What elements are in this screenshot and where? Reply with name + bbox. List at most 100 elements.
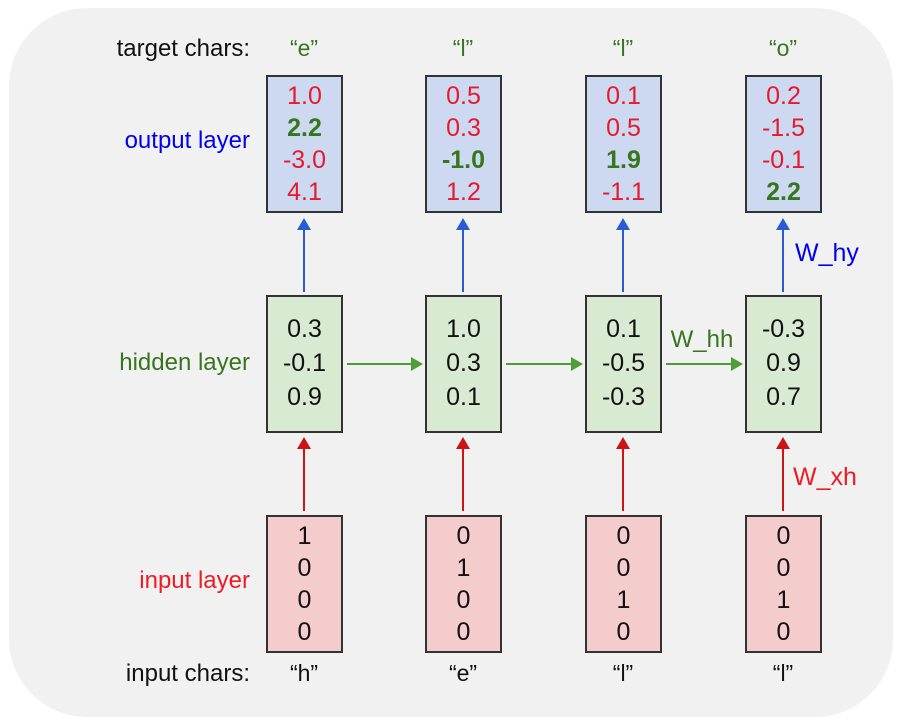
weight-label-w-hy: W_hy bbox=[795, 239, 859, 267]
hidden-value: -0.5 bbox=[601, 349, 646, 377]
hidden-value: -0.3 bbox=[601, 383, 646, 411]
arrow-input-to-hidden bbox=[297, 437, 311, 511]
input-value: 0 bbox=[616, 522, 631, 550]
input-chars-label: input chars: bbox=[125, 660, 250, 687]
arrow-head bbox=[297, 437, 311, 449]
arrow-shaft bbox=[621, 447, 625, 511]
input-char: “l” bbox=[772, 660, 794, 686]
arrow-hidden-to-hidden bbox=[666, 357, 743, 371]
output-value: 2.2 bbox=[287, 114, 322, 142]
output-value: 1.2 bbox=[446, 178, 481, 206]
arrow-input-to-hidden bbox=[776, 437, 790, 511]
input-value: 0 bbox=[776, 618, 791, 646]
output-value: 0.3 bbox=[446, 114, 481, 142]
output-vector: 0.2 -1.5 -0.1 2.2 bbox=[745, 75, 822, 213]
hidden-vector: 0.1 -0.5 -0.3 bbox=[585, 295, 662, 433]
arrow-shaft bbox=[302, 228, 306, 292]
arrow-shaft bbox=[302, 447, 306, 511]
target-chars-label: target chars: bbox=[116, 35, 250, 62]
hidden-value: 0.3 bbox=[446, 349, 481, 377]
output-value: 1.9 bbox=[606, 146, 641, 174]
input-char: “e” bbox=[448, 660, 478, 686]
hidden-value: 0.7 bbox=[766, 383, 801, 411]
output-value: -0.1 bbox=[761, 146, 806, 174]
arrow-hidden-to-hidden bbox=[506, 357, 583, 371]
input-value: 0 bbox=[456, 522, 471, 550]
target-char: “e” bbox=[289, 35, 319, 61]
output-value: 0.2 bbox=[766, 82, 801, 110]
output-value: 0.1 bbox=[606, 82, 641, 110]
arrow-shaft bbox=[666, 362, 733, 366]
target-char: “o” bbox=[768, 35, 798, 61]
input-value: 1 bbox=[616, 586, 631, 614]
input-char: “h” bbox=[289, 660, 319, 686]
input-value: 0 bbox=[456, 618, 471, 646]
input-value: 0 bbox=[616, 554, 631, 582]
output-value: -1.0 bbox=[441, 146, 486, 174]
hidden-value: 1.0 bbox=[446, 315, 481, 343]
weight-label-w-hh: W_hh bbox=[670, 326, 734, 353]
arrow-head bbox=[776, 437, 790, 449]
input-value: 0 bbox=[297, 554, 312, 582]
input-value: 0 bbox=[776, 554, 791, 582]
output-vector: 0.1 0.5 1.9 -1.1 bbox=[585, 75, 662, 213]
arrow-head bbox=[571, 357, 583, 371]
input-value: 0 bbox=[297, 618, 312, 646]
arrow-head bbox=[456, 218, 470, 230]
arrow-head bbox=[616, 437, 630, 449]
arrow-head bbox=[776, 218, 790, 230]
hidden-vector: 0.3 -0.1 0.9 bbox=[266, 295, 343, 433]
input-value: 1 bbox=[456, 554, 471, 582]
target-char: “l” bbox=[452, 35, 474, 61]
arrow-hidden-to-output bbox=[456, 218, 470, 292]
arrow-hidden-to-output bbox=[297, 218, 311, 292]
hidden-value: 0.1 bbox=[606, 315, 641, 343]
arrow-shaft bbox=[461, 447, 465, 511]
output-vector: 0.5 0.3 -1.0 1.2 bbox=[425, 75, 502, 213]
hidden-vector: 1.0 0.3 0.1 bbox=[425, 295, 502, 433]
output-value: 0.5 bbox=[446, 82, 481, 110]
hidden-value: 0.1 bbox=[446, 383, 481, 411]
arrow-shaft bbox=[347, 362, 413, 366]
target-char: “l” bbox=[612, 35, 634, 61]
arrow-input-to-hidden bbox=[456, 437, 470, 511]
input-vector: 1 0 0 0 bbox=[266, 515, 343, 653]
output-value: 4.1 bbox=[287, 178, 322, 206]
arrow-head bbox=[731, 357, 743, 371]
output-value: -1.5 bbox=[761, 114, 806, 142]
input-value: 0 bbox=[776, 522, 791, 550]
output-value: 0.5 bbox=[606, 114, 641, 142]
arrow-hidden-to-output bbox=[776, 218, 790, 292]
input-value: 0 bbox=[297, 586, 312, 614]
arrow-shaft bbox=[461, 228, 465, 292]
arrow-shaft bbox=[621, 228, 625, 292]
output-value: -1.1 bbox=[601, 178, 646, 206]
output-value: 1.0 bbox=[287, 82, 322, 110]
output-layer-label: output layer bbox=[124, 127, 250, 154]
input-value: 1 bbox=[297, 522, 312, 550]
arrow-shaft bbox=[781, 228, 785, 292]
input-vector: 0 1 0 0 bbox=[425, 515, 502, 653]
output-value: 2.2 bbox=[766, 178, 801, 206]
arrow-head bbox=[616, 218, 630, 230]
input-vector: 0 0 1 0 bbox=[585, 515, 662, 653]
output-vector: 1.0 2.2 -3.0 4.1 bbox=[266, 75, 343, 213]
arrow-head bbox=[411, 357, 423, 371]
arrow-shaft bbox=[506, 362, 573, 366]
arrow-hidden-to-output bbox=[616, 218, 630, 292]
hidden-value: -0.3 bbox=[761, 315, 806, 343]
hidden-value: 0.3 bbox=[287, 315, 322, 343]
hidden-value: 0.9 bbox=[766, 349, 801, 377]
arrow-head bbox=[297, 218, 311, 230]
input-char: “l” bbox=[612, 660, 634, 686]
hidden-value: -0.1 bbox=[282, 349, 327, 377]
hidden-layer-label: hidden layer bbox=[119, 349, 250, 376]
input-layer-label: input layer bbox=[139, 567, 250, 594]
input-value: 0 bbox=[616, 618, 631, 646]
output-value: -3.0 bbox=[282, 146, 327, 174]
arrow-head bbox=[456, 437, 470, 449]
arrow-hidden-to-hidden bbox=[347, 357, 423, 371]
arrow-shaft bbox=[781, 447, 785, 511]
input-vector: 0 0 1 0 bbox=[745, 515, 822, 653]
